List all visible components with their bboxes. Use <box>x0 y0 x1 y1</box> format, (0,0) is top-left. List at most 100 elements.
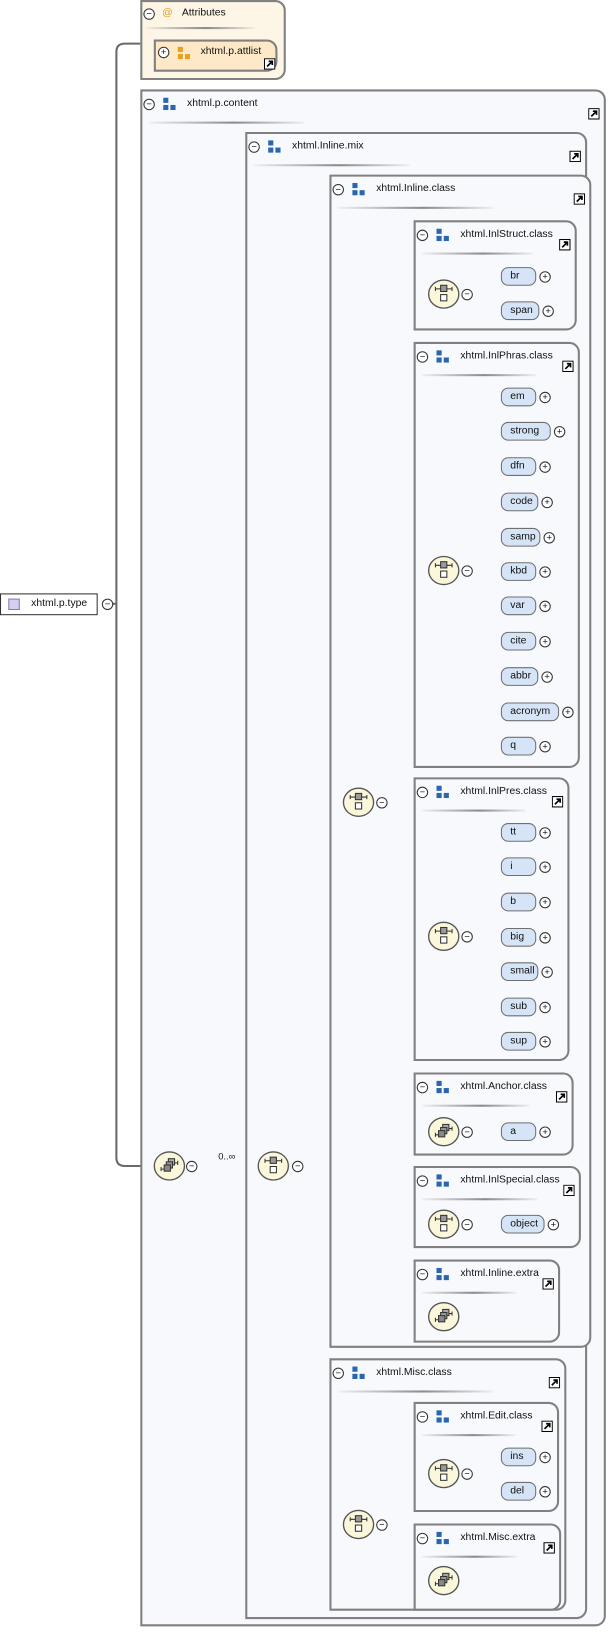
collapse-inlineClass-button[interactable]: − <box>332 183 344 196</box>
element-cite[interactable]: cite <box>500 631 537 651</box>
expand-samp-button[interactable]: + <box>543 532 555 544</box>
collapse-inlSpecial-button[interactable]: − <box>416 1175 429 1187</box>
expand-var-button[interactable]: + <box>539 600 551 613</box>
collapse-choice-button[interactable]: − <box>461 1468 473 1480</box>
element-dfn[interactable]: dfn <box>500 457 537 476</box>
element-samp[interactable]: samp <box>500 527 541 547</box>
element-q[interactable]: q <box>500 736 537 756</box>
reference-link-icon[interactable] <box>588 108 600 120</box>
collapse-inlPhras-button[interactable]: − <box>416 351 429 363</box>
collapse-choice-button[interactable]: − <box>376 1519 388 1531</box>
expand-attlist-button[interactable]: + <box>157 46 170 59</box>
reference-link-icon[interactable] <box>569 150 581 163</box>
element-em[interactable]: em <box>500 387 537 407</box>
expand-strong-button[interactable]: + <box>553 426 566 438</box>
expand-sub-button[interactable]: + <box>539 1001 551 1014</box>
sequence-compositor-icon[interactable] <box>427 1301 460 1332</box>
expand-small-button[interactable]: + <box>541 966 553 978</box>
choice-compositor-icon[interactable] <box>427 279 460 310</box>
element-big[interactable]: big <box>500 928 537 947</box>
expand-dfn-button[interactable]: + <box>539 461 551 473</box>
element-abbr[interactable]: abbr <box>500 667 539 686</box>
collapse-content-button[interactable]: − <box>143 98 155 111</box>
choice-compositor-icon[interactable] <box>427 921 460 952</box>
expand-q-button[interactable]: + <box>539 740 551 753</box>
reference-link-icon[interactable] <box>542 1278 554 1290</box>
collapse-choice-button[interactable]: − <box>376 797 388 809</box>
type-box[interactable] <box>0 593 98 616</box>
collapse-anchor-button[interactable]: − <box>416 1081 429 1094</box>
element-code[interactable]: code <box>500 492 539 512</box>
sequence-compositor-icon[interactable] <box>427 1565 460 1596</box>
attlist-box[interactable] <box>153 39 278 72</box>
element-object[interactable]: object <box>500 1214 545 1234</box>
collapse-inlStruct-button[interactable]: − <box>416 229 429 242</box>
expand-ins-button[interactable]: + <box>539 1451 551 1464</box>
collapse-sequence-button[interactable]: − <box>461 1126 473 1138</box>
reference-link-icon[interactable] <box>573 193 586 205</box>
collapse-choice-button[interactable]: − <box>292 1160 304 1173</box>
element-acronym[interactable]: acronym <box>500 702 560 722</box>
element-sub[interactable]: sub <box>500 997 537 1017</box>
choice-compositor-icon[interactable] <box>427 555 460 586</box>
reference-link-icon[interactable] <box>555 1091 568 1103</box>
collapse-attributes-button[interactable]: − <box>143 8 155 20</box>
expand-kbd-button[interactable]: + <box>539 566 551 578</box>
element-sup[interactable]: sup <box>500 1031 537 1051</box>
element-small[interactable]: small <box>500 962 539 982</box>
collapse-choice-button[interactable]: − <box>461 288 473 301</box>
sequence-compositor-icon[interactable] <box>427 1116 460 1147</box>
reference-link-icon[interactable] <box>563 1184 575 1197</box>
expand-br-button[interactable]: + <box>539 271 551 283</box>
collapse-miscExtra-button[interactable]: − <box>416 1532 429 1545</box>
expand-i-button[interactable]: + <box>539 861 551 873</box>
collapse-choice-button[interactable]: − <box>461 565 473 577</box>
choice-compositor-icon[interactable] <box>342 1509 375 1540</box>
reference-link-icon[interactable] <box>263 58 276 70</box>
expand-del-button[interactable]: + <box>539 1486 551 1498</box>
collapse-edit-button[interactable]: − <box>416 1411 429 1423</box>
expand-span-button[interactable]: + <box>542 305 554 317</box>
collapse-choice-button[interactable]: − <box>461 931 473 943</box>
reference-link-icon[interactable] <box>548 1376 561 1389</box>
collapse-mix-button[interactable]: − <box>248 141 260 153</box>
element-i[interactable]: i <box>500 857 537 877</box>
expand-sup-button[interactable]: + <box>539 1036 551 1048</box>
expand-em-button[interactable]: + <box>539 391 551 404</box>
sequence-compositor-icon[interactable] <box>153 1150 186 1181</box>
element-tt[interactable]: tt <box>500 823 537 842</box>
element-ins[interactable]: ins <box>500 1447 537 1467</box>
collapse-inlineExtra-button[interactable]: − <box>416 1268 429 1281</box>
expand-big-button[interactable]: + <box>539 932 551 944</box>
element-a[interactable]: a <box>500 1122 537 1142</box>
expand-tt-button[interactable]: + <box>539 827 551 839</box>
choice-compositor-icon[interactable] <box>342 787 375 818</box>
reference-link-icon[interactable] <box>543 1542 555 1554</box>
reference-link-icon[interactable] <box>559 239 571 251</box>
collapse-inlPres-button[interactable]: − <box>416 786 429 799</box>
collapse-misc-button[interactable]: − <box>332 1367 344 1380</box>
element-span[interactable]: span <box>500 301 540 321</box>
expand-cite-button[interactable]: + <box>539 635 551 648</box>
collapse-sequence-button[interactable]: − <box>186 1160 198 1173</box>
choice-compositor-icon[interactable] <box>257 1150 290 1181</box>
element-br[interactable]: br <box>500 267 537 286</box>
collapse-choice-button[interactable]: − <box>461 1218 473 1231</box>
expand-object-button[interactable]: + <box>547 1218 560 1231</box>
expand-abbr-button[interactable]: + <box>541 671 553 683</box>
element-var[interactable]: var <box>500 596 537 616</box>
element-kbd[interactable]: kbd <box>500 562 537 581</box>
element-strong[interactable]: strong <box>500 421 551 441</box>
choice-compositor-icon[interactable] <box>427 1209 460 1240</box>
expand-b-button[interactable]: + <box>539 896 551 909</box>
element-b[interactable]: b <box>500 892 537 912</box>
reference-link-icon[interactable] <box>551 796 564 808</box>
choice-compositor-icon[interactable] <box>427 1458 460 1489</box>
expand-a-button[interactable]: + <box>539 1126 551 1138</box>
element-del[interactable]: del <box>500 1481 537 1501</box>
collapse-type-button[interactable]: − <box>101 598 114 611</box>
reference-link-icon[interactable] <box>562 360 574 373</box>
reference-link-icon[interactable] <box>541 1420 553 1433</box>
expand-acronym-button[interactable]: + <box>562 706 574 719</box>
expand-code-button[interactable]: + <box>541 496 553 509</box>
